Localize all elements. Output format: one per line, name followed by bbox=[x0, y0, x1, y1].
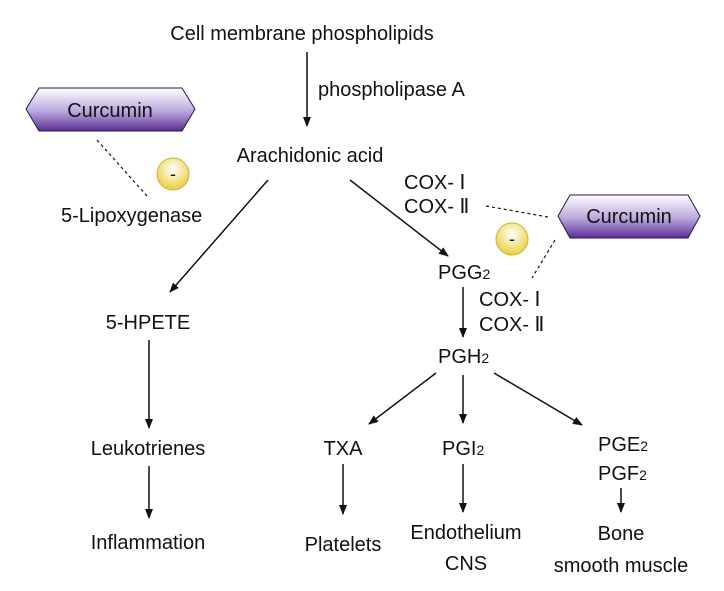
label-pgg-sub: 2 bbox=[482, 266, 490, 282]
label-membrane: Cell membrane phospholipids bbox=[170, 23, 433, 45]
arrows bbox=[145, 52, 625, 519]
label-pgf: PGF2 bbox=[598, 463, 647, 485]
label-pgh-sub: 2 bbox=[481, 350, 489, 366]
curcumin-right: Curcumin bbox=[557, 194, 701, 239]
arrow-arachidonic-to-hpete bbox=[169, 179, 269, 293]
label-cox-mid-2: COX- Ⅱ bbox=[479, 314, 544, 336]
inhibit-sign-left: - bbox=[156, 157, 190, 191]
label-inflammation: Inflammation bbox=[91, 532, 206, 554]
label-smooth-muscle: smooth muscle bbox=[554, 555, 689, 577]
label-pgi-sub: 2 bbox=[476, 442, 484, 458]
label-pgi: PGI2 bbox=[442, 438, 484, 460]
dashed-right-curcumin-to-cox-top bbox=[485, 205, 549, 218]
label-pgf-main: PGF bbox=[598, 463, 639, 485]
label-bone: Bone bbox=[598, 523, 645, 545]
label-pge-main: PGE bbox=[598, 434, 640, 456]
node-labels: Cell membrane phospholipids phospholipas… bbox=[61, 23, 688, 577]
label-cox-top-2: COX- Ⅱ bbox=[404, 196, 469, 218]
label-txa: TXA bbox=[324, 438, 364, 460]
label-pgg-main: PGG bbox=[438, 262, 482, 284]
curcumin-left: Curcumin bbox=[25, 87, 196, 132]
label-pgg: PGG2 bbox=[438, 262, 490, 284]
inhibit-sign-right: - bbox=[495, 222, 529, 256]
label-arachidonic: Arachidonic acid bbox=[237, 145, 384, 167]
label-pgi-main: PGI bbox=[442, 438, 476, 460]
label-cox-mid-1: COX- Ⅰ bbox=[479, 289, 540, 311]
inhibition-lines bbox=[96, 139, 556, 279]
label-phospholipase: phospholipase A bbox=[318, 79, 465, 101]
label-pge-sub: 2 bbox=[640, 438, 648, 454]
label-lipoxygenase: 5-Lipoxygenase bbox=[61, 205, 202, 227]
arrow-arachidonic-to-pgg bbox=[349, 179, 449, 257]
label-pgf-sub: 2 bbox=[639, 467, 647, 483]
label-pge: PGE2 bbox=[598, 434, 648, 456]
dashed-right-curcumin-to-pgg bbox=[531, 239, 556, 279]
label-endothelium: Endothelium bbox=[410, 522, 521, 544]
label-leukotrienes: Leukotrienes bbox=[91, 438, 206, 460]
label-platelets: Platelets bbox=[305, 534, 382, 556]
label-cns: CNS bbox=[445, 553, 487, 575]
label-cox-top-1: COX- Ⅰ bbox=[404, 172, 465, 194]
label-hpete: 5-HPETE bbox=[106, 312, 190, 334]
inhibit-minus-right: - bbox=[509, 229, 515, 249]
curcumin-right-shape bbox=[557, 194, 701, 239]
inhibit-circle-right bbox=[495, 222, 529, 256]
arrow-pgh-to-pge bbox=[493, 372, 583, 426]
arrow-pgh-to-txa bbox=[368, 372, 437, 425]
label-pgh-main: PGH bbox=[438, 346, 481, 368]
curcumin-left-shape bbox=[25, 87, 196, 132]
dashed-left-curcumin-to-lipoxygenase bbox=[96, 139, 148, 197]
inhibit-circle-left bbox=[156, 157, 190, 191]
curcumin-right-label: Curcumin bbox=[586, 206, 672, 228]
curcumin-left-label: Curcumin bbox=[67, 100, 153, 122]
inhibit-minus-left: - bbox=[170, 164, 176, 184]
label-pgh: PGH2 bbox=[438, 346, 489, 368]
